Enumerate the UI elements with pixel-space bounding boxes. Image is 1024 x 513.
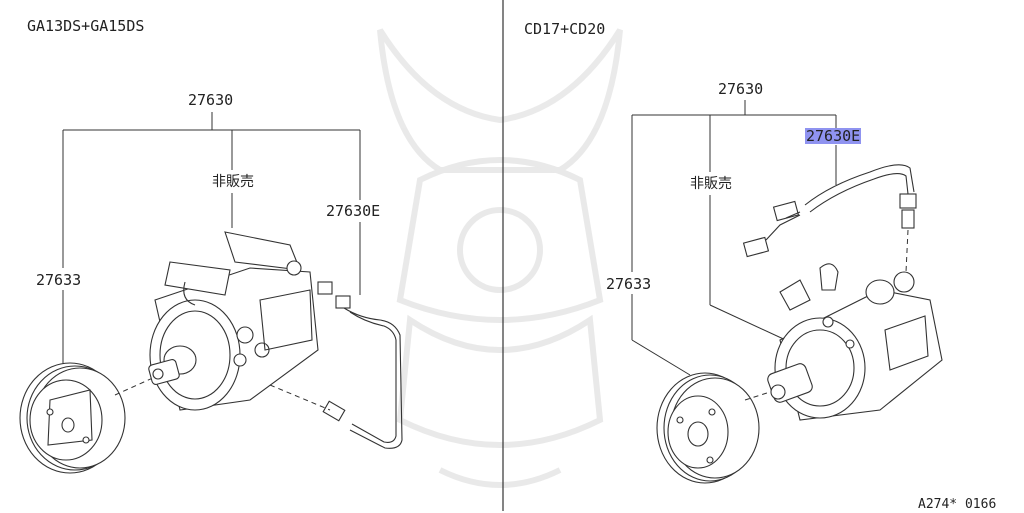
left-part-27630[interactable]: 27630 <box>188 91 234 109</box>
right-part-27630e-highlighted[interactable]: 27630E <box>805 127 862 145</box>
right-engine-label: CD17+CD20 <box>524 20 606 38</box>
right-part-27633[interactable]: 27633 <box>606 275 652 293</box>
right-pulley <box>656 372 760 484</box>
left-pulley <box>19 362 126 474</box>
left-pulley-axis <box>114 376 156 396</box>
right-pulley-axis <box>744 391 771 401</box>
right-leader-lines <box>631 100 837 376</box>
left-part-not-sold: 非販売 <box>212 174 254 190</box>
right-part-not-sold: 非販売 <box>690 176 732 192</box>
left-hose <box>317 281 403 449</box>
left-compressor <box>148 231 319 411</box>
left-part-27630e[interactable]: 27630E <box>326 202 381 220</box>
left-engine-label: GA13DS+GA15DS <box>27 17 145 35</box>
right-hose-dash <box>905 229 909 273</box>
left-hose-dash <box>269 384 331 411</box>
right-part-27630[interactable]: 27630 <box>718 80 764 98</box>
watermark-helmet <box>377 28 623 488</box>
left-part-27633[interactable]: 27633 <box>36 271 82 289</box>
diagram-code: A274* 0166 <box>918 497 997 512</box>
right-compressor <box>767 263 943 421</box>
left-leader-lines <box>62 112 361 370</box>
right-hose <box>742 164 917 258</box>
